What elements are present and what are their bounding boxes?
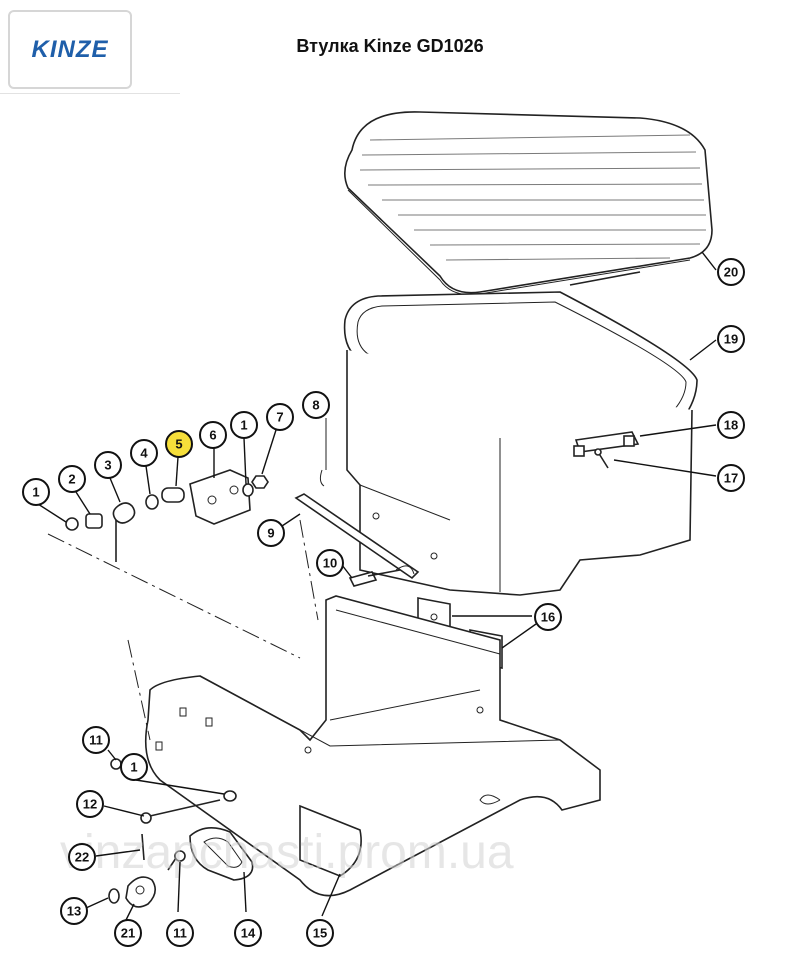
svg-text:9: 9 bbox=[267, 526, 274, 541]
svg-text:12: 12 bbox=[83, 797, 97, 812]
callout-8: 8 bbox=[302, 391, 330, 419]
callout-7: 7 bbox=[266, 403, 294, 431]
hopper-lid bbox=[344, 111, 713, 296]
callout-11: 11 bbox=[82, 726, 110, 754]
svg-text:4: 4 bbox=[140, 446, 148, 461]
svg-text:1: 1 bbox=[130, 760, 137, 775]
page-title: Втулка Kinze GD1026 bbox=[296, 36, 484, 56]
leader-lines bbox=[37, 251, 717, 921]
callout-21: 21 bbox=[114, 919, 142, 947]
svg-text:6: 6 bbox=[209, 428, 216, 443]
hopper-box bbox=[343, 291, 698, 596]
callout-11: 11 bbox=[166, 919, 194, 947]
svg-text:1: 1 bbox=[32, 485, 39, 500]
svg-text:16: 16 bbox=[541, 610, 555, 625]
assembly-centerlines bbox=[47, 519, 319, 741]
svg-text:11: 11 bbox=[173, 926, 187, 941]
callout-18: 18 bbox=[717, 411, 745, 439]
pivot-hardware bbox=[65, 469, 269, 562]
callout-13: 13 bbox=[60, 897, 88, 925]
svg-text:22: 22 bbox=[75, 850, 89, 865]
callout-10: 10 bbox=[316, 549, 344, 577]
callout-1: 1 bbox=[230, 411, 258, 439]
callout-15: 15 bbox=[306, 919, 334, 947]
svg-text:11: 11 bbox=[89, 733, 103, 748]
svg-text:5: 5 bbox=[175, 437, 182, 452]
callout-2: 2 bbox=[58, 465, 86, 493]
kinze-logo: KINZE bbox=[8, 10, 132, 89]
callout-16: 16 bbox=[534, 603, 562, 631]
svg-text:19: 19 bbox=[724, 332, 738, 347]
callout-6: 6 bbox=[199, 421, 227, 449]
svg-text:1: 1 bbox=[240, 418, 247, 433]
callout-22: 22 bbox=[68, 843, 96, 871]
callout-14: 14 bbox=[234, 919, 262, 947]
callout-17: 17 bbox=[717, 464, 745, 492]
svg-text:18: 18 bbox=[724, 418, 738, 433]
svg-text:20: 20 bbox=[724, 265, 738, 280]
part-callouts: 1 2 3 4 5 6 1 7 8 9 10 11 12 1 22 13 21 … bbox=[22, 258, 745, 947]
mounting-strap bbox=[294, 418, 420, 587]
svg-text:2: 2 bbox=[68, 472, 75, 487]
callout-4: 4 bbox=[130, 439, 158, 467]
hopper-bracket bbox=[573, 431, 640, 469]
callout-1: 1 bbox=[22, 478, 50, 506]
callout-19: 19 bbox=[717, 325, 745, 353]
svg-text:14: 14 bbox=[241, 926, 256, 941]
svg-text:7: 7 bbox=[276, 410, 283, 425]
callout-1: 1 bbox=[120, 753, 148, 781]
svg-text:17: 17 bbox=[724, 471, 738, 486]
svg-text:3: 3 bbox=[104, 458, 111, 473]
svg-text:13: 13 bbox=[67, 904, 81, 919]
svg-text:8: 8 bbox=[312, 398, 319, 413]
svg-text:10: 10 bbox=[323, 556, 337, 571]
seat-frame bbox=[144, 595, 601, 897]
header-divider bbox=[0, 93, 180, 94]
callout-3: 3 bbox=[94, 451, 122, 479]
callout-12: 12 bbox=[76, 790, 104, 818]
svg-text:15: 15 bbox=[313, 926, 327, 941]
callout-20: 20 bbox=[717, 258, 745, 286]
watermark: vinzapchasti.prom.ua bbox=[60, 826, 514, 879]
logo-text: KINZE bbox=[31, 35, 109, 63]
callout-5-highlighted: 5 bbox=[165, 430, 193, 458]
svg-text:21: 21 bbox=[121, 926, 135, 941]
callout-9: 9 bbox=[257, 519, 285, 547]
